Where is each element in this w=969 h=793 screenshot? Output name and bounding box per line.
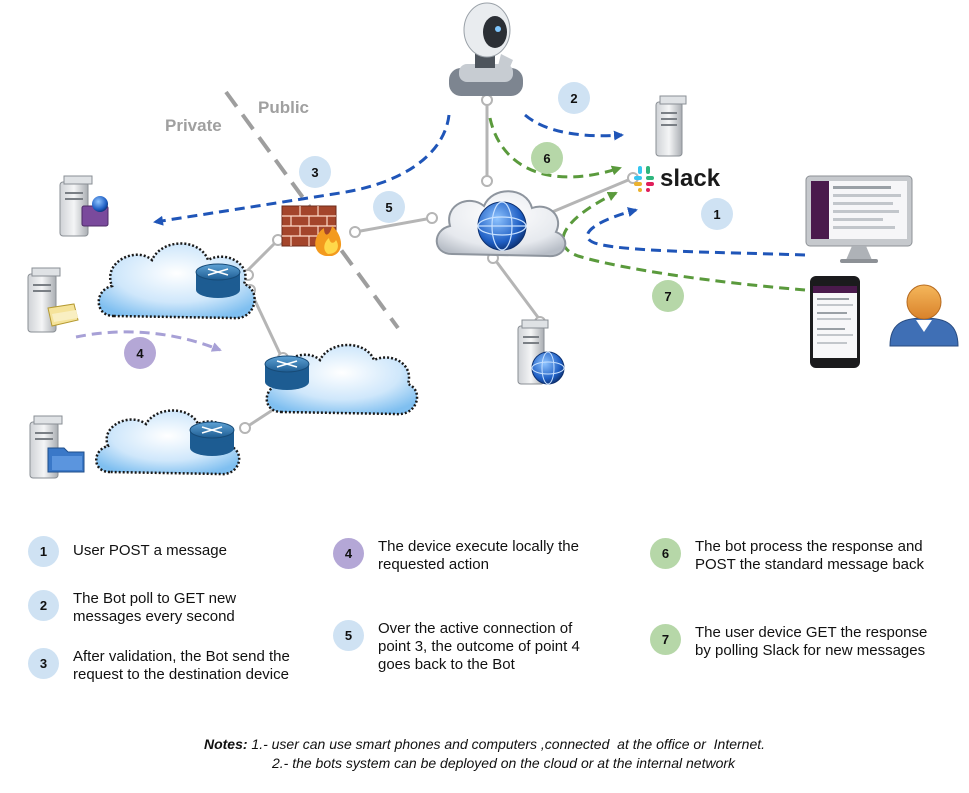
slack-server-icon: [655, 95, 687, 157]
robot-icon: [449, 2, 523, 96]
legend-text: Over the active connection of point 3, t…: [378, 620, 580, 673]
legend-text: The Bot poll to GET new messages every s…: [73, 590, 237, 625]
arrow-step-4: [75, 330, 222, 352]
architecture-diagram: Private Public slack: [27, 2, 959, 479]
firewall-to-cloud-line: [354, 216, 433, 234]
legend: 1 User POST a message 2 The Bot poll to …: [0, 528, 969, 718]
legend-badge: 7: [650, 624, 681, 655]
notes-text-1: 1.- user can use smart phones and comput…: [251, 736, 766, 752]
device-server-icon: [27, 267, 79, 333]
notes-label: Notes:: [203, 736, 248, 752]
legend-text: The bot process the response and POST th…: [695, 538, 925, 573]
legend-badge: 5: [333, 620, 364, 651]
svg-text:7: 7: [664, 289, 671, 304]
svg-text:3: 3: [311, 165, 318, 180]
firewall-icon: [281, 205, 342, 256]
diagram-badge-5: 5: [373, 191, 405, 223]
device-server-icon: [29, 415, 85, 479]
arrow-step-1: [585, 207, 806, 257]
legend-item-3: 3 After validation, the Bot send the req…: [28, 648, 308, 684]
router-icon: [264, 355, 310, 390]
notes: Notes: 1.- user can use smart phones and…: [0, 735, 969, 773]
user-avatar-icon: [889, 284, 959, 347]
router-icon: [189, 421, 235, 456]
svg-text:1: 1: [713, 207, 720, 222]
cloud-to-webserver-line: [491, 256, 542, 321]
router-icon: [195, 263, 241, 298]
notes-text-2: 2.- the bots system can be deployed on t…: [271, 755, 736, 771]
arrow-step-2: [524, 113, 624, 141]
legend-badge: 3: [28, 648, 59, 679]
arrow-step-7: [561, 191, 806, 292]
legend-item-7: 7 The user device GET the response by po…: [650, 624, 950, 660]
legend-badge: 6: [650, 538, 681, 569]
diagram-badge-7: 7: [652, 280, 684, 312]
firewall-to-router1-line: [244, 238, 280, 274]
device-server-icon: [59, 175, 109, 237]
smartphone-icon: [810, 276, 860, 368]
network-cloud-1: [97, 242, 256, 320]
internet-cloud-icon: [435, 190, 567, 258]
arrow-step-6: [488, 117, 622, 179]
zone-label-public: Public: [258, 98, 309, 117]
zone-label-private: Private: [165, 116, 222, 135]
svg-text:4: 4: [136, 346, 144, 361]
desktop-monitor-icon: [805, 175, 913, 263]
notes-line-1: Notes: 1.- user can use smart phones and…: [0, 735, 969, 754]
legend-text: The user device GET the response by poll…: [695, 624, 928, 659]
diagram-badge-1: 1: [701, 198, 733, 230]
diagram-badge-6: 6: [531, 142, 563, 174]
legend-item-2: 2 The Bot poll to GET new messages every…: [28, 590, 298, 626]
diagram-badge-2: 2: [558, 82, 590, 114]
cloud-to-slack-line: [544, 176, 634, 217]
legend-text: User POST a message: [73, 542, 227, 559]
flow-arrows: [75, 113, 806, 352]
legend-item-6: 6 The bot process the response and POST …: [650, 538, 950, 574]
slack-wordmark: slack: [660, 165, 721, 192]
slack-logo-icon: [634, 166, 654, 192]
svg-text:5: 5: [385, 200, 392, 215]
legend-badge: 1: [28, 536, 59, 567]
legend-item-5: 5 Over the active connection of point 3,…: [333, 620, 623, 674]
router1-to-router2-line: [248, 289, 284, 359]
web-server-icon: [517, 319, 565, 385]
svg-text:6: 6: [543, 151, 550, 166]
legend-badge: 2: [28, 590, 59, 621]
legend-item-1: 1 User POST a message: [28, 536, 298, 567]
legend-item-4: 4 The device execute locally the request…: [333, 538, 623, 574]
arrow-step-3: [153, 114, 451, 226]
diagram-badge-4: 4: [124, 337, 156, 369]
svg-text:2: 2: [570, 91, 577, 106]
diagram-badge-3: 3: [299, 156, 331, 188]
legend-text: The device execute locally the requested…: [378, 538, 579, 573]
legend-badge: 4: [333, 538, 364, 569]
notes-line-2: 2.- the bots system can be deployed on t…: [0, 754, 969, 773]
legend-text: After validation, the Bot send the reque…: [73, 648, 290, 683]
